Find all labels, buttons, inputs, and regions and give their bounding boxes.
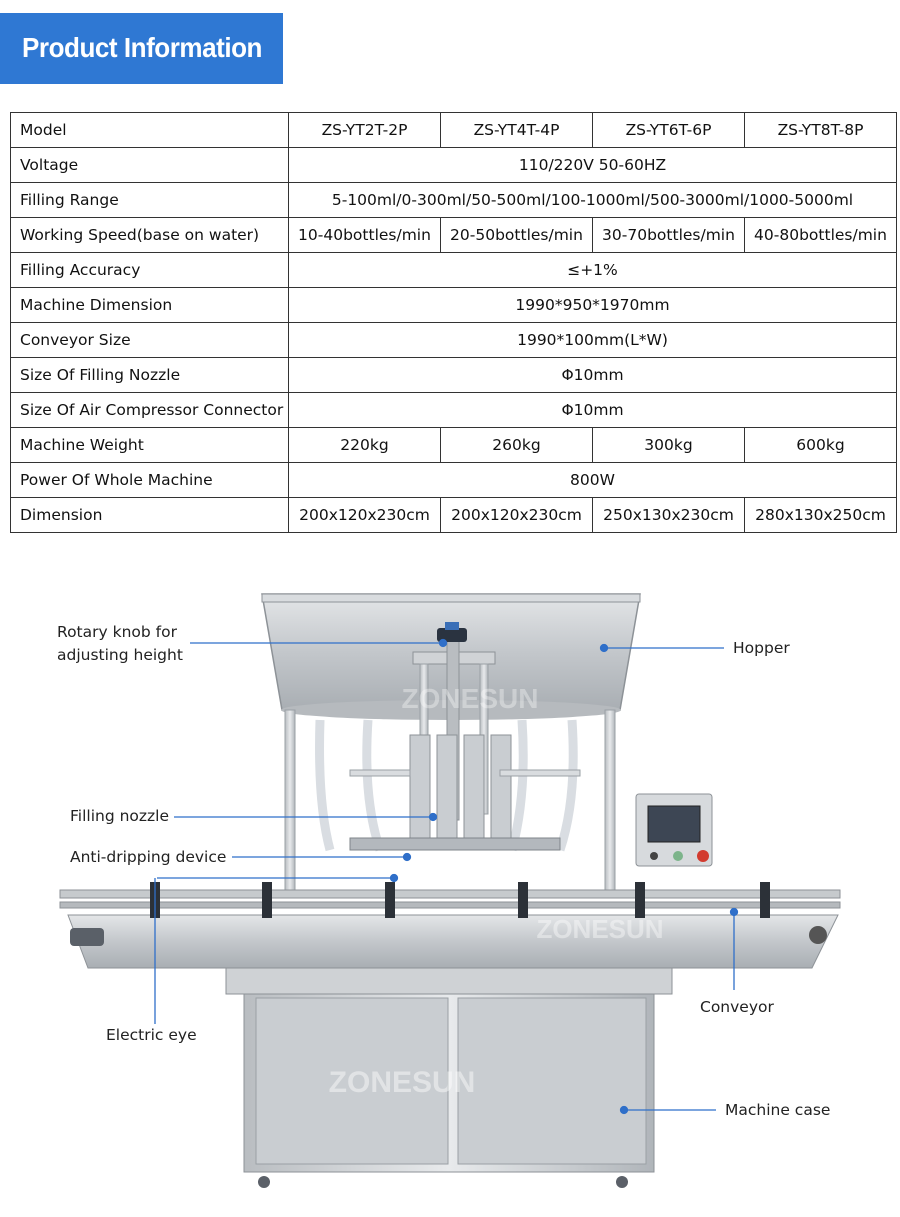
spec-row: Working Speed(base on water)10-40bottles… [10,217,897,253]
spec-value: ≤+1% [288,252,897,288]
spec-value: 40-80bottles/min [744,217,897,253]
watermark-conveyor: ZONESUN [536,914,663,944]
callout-electric-eye: Electric eye [106,1026,197,1044]
callout-rotary-knob-line1: Rotary knob for [57,623,177,641]
spec-value: 800W [288,462,897,498]
spec-row: Filling Accuracy≤+1% [10,252,897,288]
machine-diagram: ZONESUN ZONESUN ZONESUN Rotary knob for … [0,560,900,1217]
spec-value: 10-40bottles/min [288,217,441,253]
spec-value: ZS-YT6T-6P [592,112,745,148]
callout-conveyor: Conveyor [700,998,774,1016]
spec-value: Φ10mm [288,357,897,393]
spec-label: Working Speed(base on water) [10,217,289,253]
spec-label: Conveyor Size [10,322,289,358]
spec-value: ZS-YT4T-4P [440,112,593,148]
spec-label: Voltage [10,147,289,183]
spec-value: 220kg [288,427,441,463]
spec-value: 250x130x230cm [592,497,745,533]
watermark-top: ZONESUN [402,683,539,714]
spec-label: Size Of Air Compressor Connector [10,392,289,428]
spec-value: 1990*950*1970mm [288,287,897,323]
conveyor-shape [59,889,841,969]
spec-value: 280x130x250cm [744,497,897,533]
machine-case-shape [225,967,673,1188]
spec-value: 110/220V 50-60HZ [288,147,897,183]
spec-value: 600kg [744,427,897,463]
spec-value: 300kg [592,427,745,463]
spec-label: Filling Accuracy [10,252,289,288]
spec-value: Φ10mm [288,392,897,428]
watermark-case: ZONESUN [329,1066,476,1099]
spec-value: 30-70bottles/min [592,217,745,253]
machine-illustration: ZONESUN ZONESUN ZONESUN [59,593,841,1188]
spec-label: Dimension [10,497,289,533]
spec-value: 260kg [440,427,593,463]
spec-value: ZS-YT2T-2P [288,112,441,148]
spec-label: Machine Weight [10,427,289,463]
spec-value: 200x120x230cm [288,497,441,533]
header-banner: Product Information [0,13,283,84]
callout-machine-case: Machine case [725,1101,831,1119]
spec-label: Size Of Filling Nozzle [10,357,289,393]
control-panel [635,793,713,867]
callout-hopper: Hopper [733,639,790,657]
page-title: Product Information [22,32,262,63]
spec-value: 20-50bottles/min [440,217,593,253]
spec-label: Model [10,112,289,148]
spec-label: Machine Dimension [10,287,289,323]
callout-lines [154,638,739,1115]
callout-filling-nozzle: Filling nozzle [70,807,170,825]
spec-label: Power Of Whole Machine [10,462,289,498]
spec-value: ZS-YT8T-8P [744,112,897,148]
callout-anti-dripping: Anti-dripping device [70,848,227,866]
spec-value: 1990*100mm(L*W) [288,322,897,358]
spec-value: 200x120x230cm [440,497,593,533]
spec-value: 5-100ml/0-300ml/50-500ml/100-1000ml/500-… [288,182,897,218]
spec-label: Filling Range [10,182,289,218]
callout-rotary-knob-line2: adjusting height [57,646,183,664]
